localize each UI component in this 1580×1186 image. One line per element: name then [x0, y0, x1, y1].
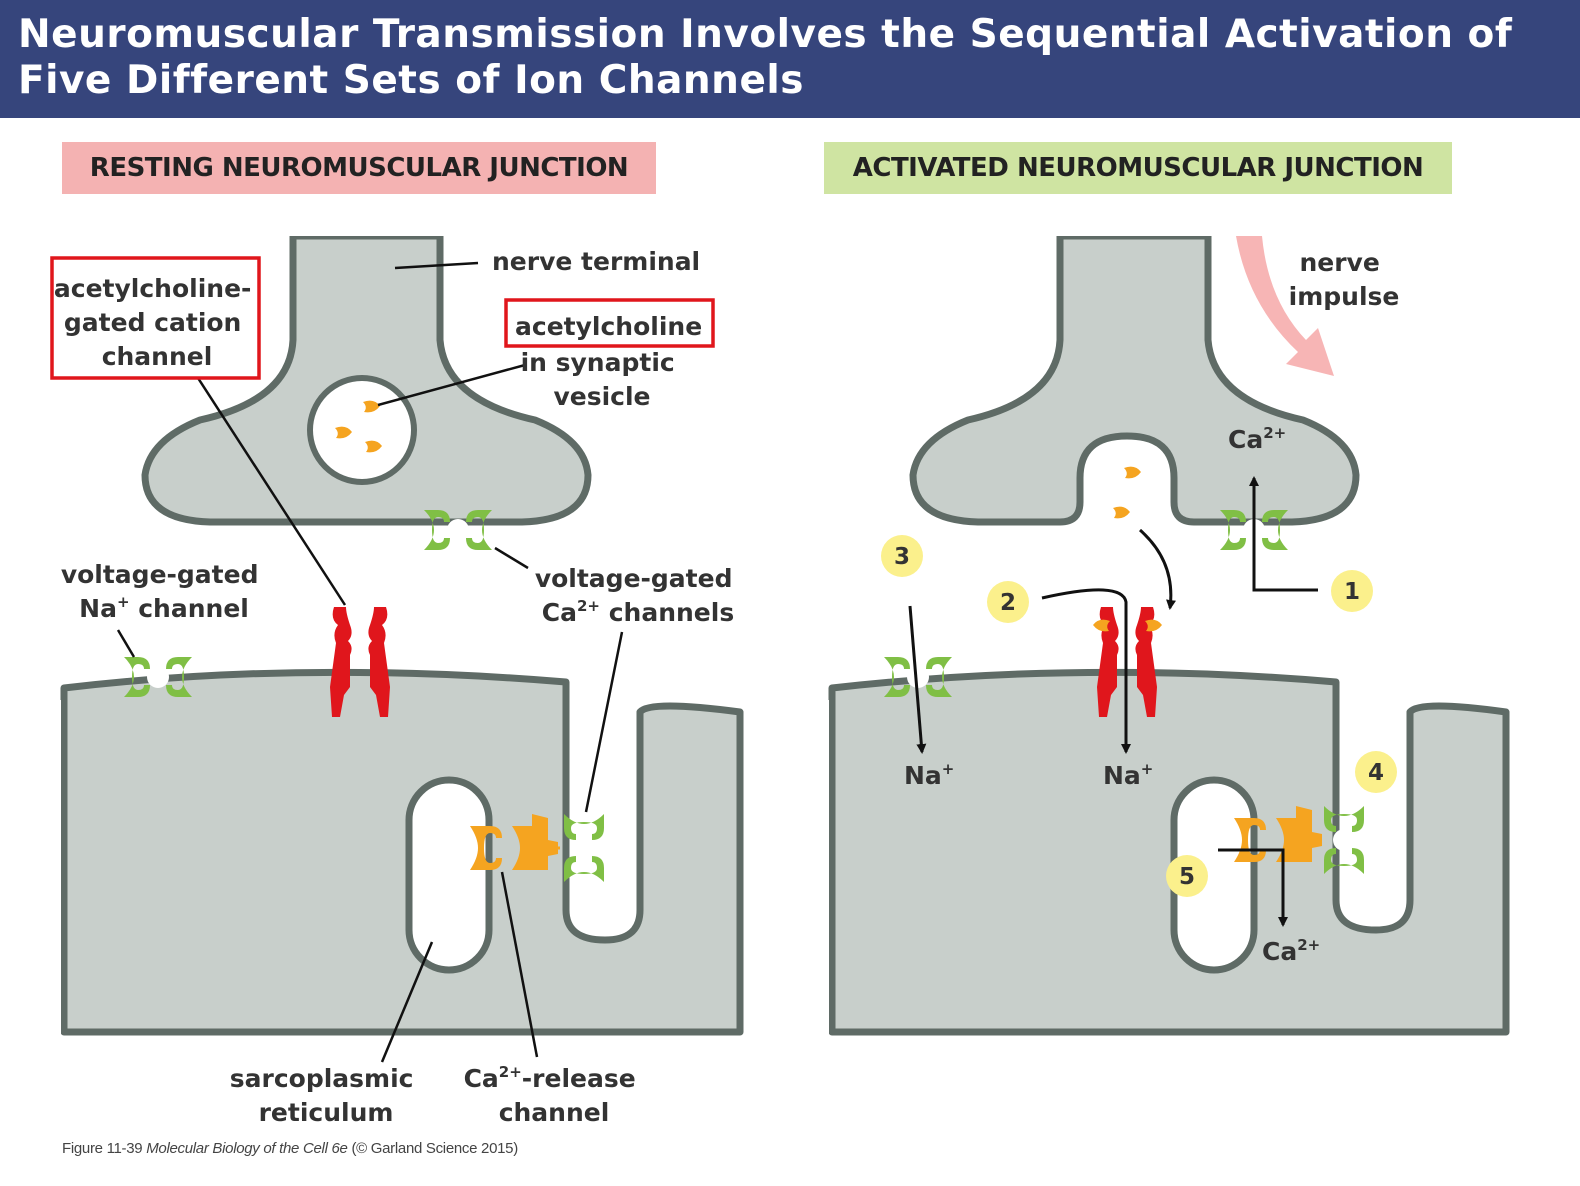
- resting-muscle-fiber: [60, 668, 744, 1036]
- ca-release-channel-label: Ca2+-release channel: [464, 1063, 645, 1127]
- resting-panel-header: RESTING NEUROMUSCULAR JUNCTION: [62, 142, 656, 194]
- svg-text:2: 2: [1000, 590, 1016, 616]
- resting-voltage-gated-ca-channel-tubule: [564, 814, 604, 882]
- sarcoplasmic-reticulum-label: sarcoplasmic reticulum: [230, 1064, 422, 1127]
- voltage-gated-ca-channels-label: voltage-gated Ca2+ channels: [535, 564, 741, 627]
- activated-panel-header: ACTIVATED NEUROMUSCULAR JUNCTION: [824, 142, 1452, 194]
- step-badge-3: 3: [881, 535, 923, 577]
- activated-muscle-fiber: [828, 668, 1510, 1036]
- acetylcholine-diffusion-arrow: [1139, 528, 1176, 610]
- title-banner: Neuromuscular Transmission Involves the …: [0, 0, 1580, 118]
- svg-text:5: 5: [1179, 864, 1195, 890]
- ach-channel-highlight-box: [50, 256, 261, 380]
- nerve-impulse-arrow: [1236, 236, 1334, 376]
- acetylcholine-molecule: [1124, 466, 1141, 479]
- ca-ion-label-bottom: Ca2+: [1262, 936, 1320, 966]
- na-ion-label-center: Na+: [1103, 760, 1153, 790]
- activated-nerve-terminal: [909, 232, 1360, 526]
- step-badge-2: 2: [987, 581, 1029, 623]
- step-2-arrow: [1041, 588, 1131, 754]
- ach-gated-channel-label: acetylcholine- gated cation channel: [54, 274, 260, 371]
- acetylcholine-highlight-box: [504, 298, 715, 348]
- resting-panel: nerve terminal acetylcholine- gated cati…: [50, 230, 744, 1127]
- resting-sarcoplasmic-reticulum: [405, 776, 493, 974]
- na-ion-label-left: Na+: [904, 760, 954, 790]
- resting-synaptic-vesicle: [307, 375, 417, 485]
- svg-text:4: 4: [1368, 760, 1384, 786]
- activated-panel: 1 2 3 4 5 nerve impulse C: [825, 230, 1510, 1040]
- acetylcholine-molecule: [1113, 506, 1130, 519]
- step-1-arrow: [1249, 476, 1318, 592]
- step-badge-5: 5: [1166, 855, 1208, 897]
- nerve-impulse-label: nerve impulse: [1289, 248, 1400, 311]
- nerve-terminal-label: nerve terminal: [492, 247, 700, 276]
- ca-ion-label-top: Ca2+: [1228, 424, 1286, 454]
- slide-title: Neuromuscular Transmission Involves the …: [18, 12, 1513, 103]
- figure-caption: Figure 11-39 Molecular Biology of the Ce…: [62, 1140, 518, 1157]
- voltage-gated-na-channel-label: voltage-gated Na+ channel: [61, 560, 267, 623]
- svg-text:3: 3: [894, 544, 910, 570]
- step-5-arrow: [1218, 848, 1288, 927]
- svg-text:1: 1: [1344, 579, 1360, 605]
- acetylcholine-label: acetylcholine: [515, 312, 702, 341]
- step-badge-4: 4: [1355, 751, 1397, 793]
- step-3-arrow: [908, 605, 927, 754]
- step-badge-1: 1: [1331, 570, 1373, 612]
- in-synaptic-vesicle-label: in synaptic vesicle: [521, 348, 684, 411]
